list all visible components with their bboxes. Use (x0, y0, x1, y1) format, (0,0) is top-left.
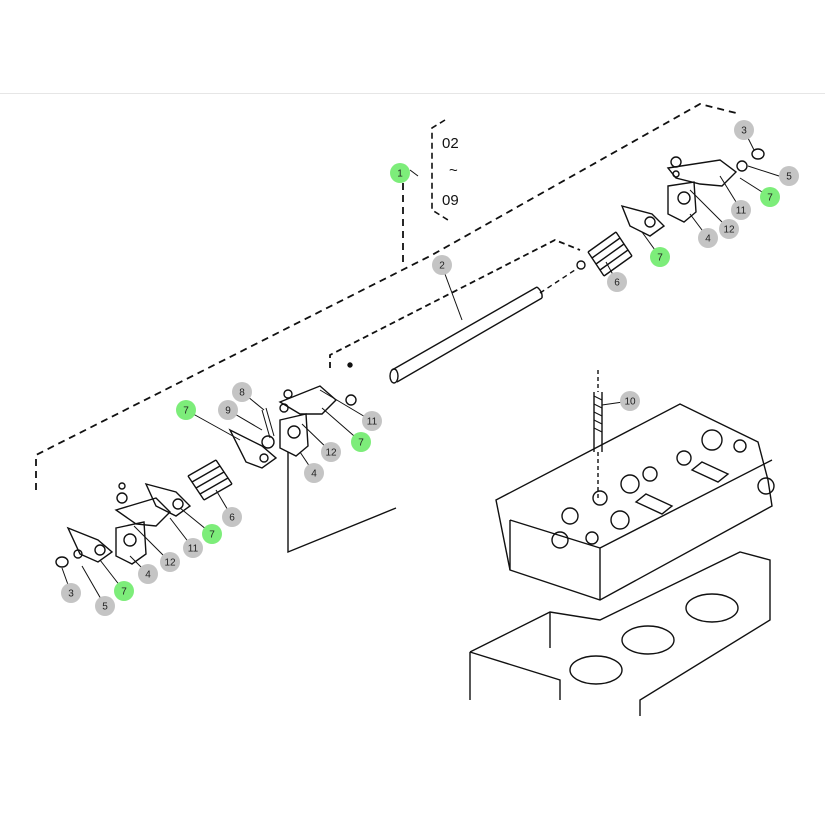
callout-label: 7 (183, 406, 189, 417)
callout-label: 12 (164, 558, 176, 569)
callout-5[interactable]: 5 (95, 596, 115, 616)
range-from: 02 (442, 135, 459, 152)
rocker-group-left (55, 482, 192, 568)
callout-1[interactable]: 1 (390, 163, 410, 183)
callout-label: 1 (397, 169, 403, 180)
callout-label: 4 (145, 570, 151, 581)
callout-8[interactable]: 8 (232, 382, 252, 402)
callout-7[interactable]: 7 (114, 581, 134, 601)
spring-right (587, 231, 633, 277)
callout-label: 7 (767, 193, 773, 204)
callout-label: 6 (229, 513, 235, 524)
cylinder-head (495, 403, 775, 601)
callout-label: 3 (741, 126, 747, 137)
assembly-bracket (35, 103, 741, 490)
callout-9[interactable]: 9 (218, 400, 238, 420)
callout-11[interactable]: 11 (362, 411, 382, 431)
callout-label: 4 (311, 469, 317, 480)
callout-11[interactable]: 11 (731, 200, 751, 220)
callout-label: 5 (102, 602, 108, 613)
callout-label: 10 (624, 397, 636, 408)
callout-label: 11 (736, 206, 747, 217)
callout-label: 7 (121, 587, 127, 598)
callout-label: 7 (209, 530, 215, 541)
callout-label: 11 (367, 417, 378, 428)
top-divider (0, 93, 825, 94)
rocker-group-middle (228, 385, 338, 469)
callout-label: 12 (325, 448, 337, 459)
callout-4[interactable]: 4 (304, 463, 324, 483)
callout-badges: 1 2 3 3 4 4 4 5 5 6 6 7 7 7 7 7 7 8 9 10… (61, 120, 799, 616)
callout-7[interactable]: 7 (650, 247, 670, 267)
callout-label: 12 (723, 225, 735, 236)
callout-4[interactable]: 4 (138, 564, 158, 584)
callout-12[interactable]: 12 (321, 442, 341, 462)
callout-label: 3 (68, 589, 74, 600)
callout-3[interactable]: 3 (734, 120, 754, 140)
range-separator: ~ (449, 162, 458, 179)
callout-10[interactable]: 10 (620, 391, 640, 411)
engine-block (469, 551, 771, 716)
callout-7[interactable]: 7 (202, 524, 222, 544)
callout-12[interactable]: 12 (719, 219, 739, 239)
callout-12[interactable]: 12 (160, 552, 180, 572)
callout-label: 7 (358, 438, 364, 449)
rocker-group-right (620, 148, 765, 237)
callout-2[interactable]: 2 (432, 255, 452, 275)
rocker-shaft (329, 239, 586, 406)
callout-4[interactable]: 4 (698, 228, 718, 248)
support-bracket-line (287, 452, 397, 554)
callout-label: 2 (439, 261, 445, 272)
callout-7[interactable]: 7 (760, 187, 780, 207)
spring-left (187, 459, 233, 501)
callout-label: 9 (225, 406, 231, 417)
callout-3[interactable]: 3 (61, 583, 81, 603)
callout-label: 11 (188, 544, 199, 555)
range-to: 09 (442, 192, 459, 209)
callout-7[interactable]: 7 (351, 432, 371, 452)
callout-label: 6 (614, 278, 620, 289)
model-range-label: 02 ~ 09 (442, 135, 459, 209)
callout-label: 5 (786, 172, 792, 183)
callout-5[interactable]: 5 (779, 166, 799, 186)
stud-bolt (593, 370, 603, 500)
callout-label: 7 (657, 253, 663, 264)
callout-label: 8 (239, 388, 245, 399)
callout-6[interactable]: 6 (607, 272, 627, 292)
callout-6[interactable]: 6 (222, 507, 242, 527)
callout-7[interactable]: 7 (176, 400, 196, 420)
callout-label: 4 (705, 234, 711, 245)
callout-11[interactable]: 11 (183, 538, 203, 558)
